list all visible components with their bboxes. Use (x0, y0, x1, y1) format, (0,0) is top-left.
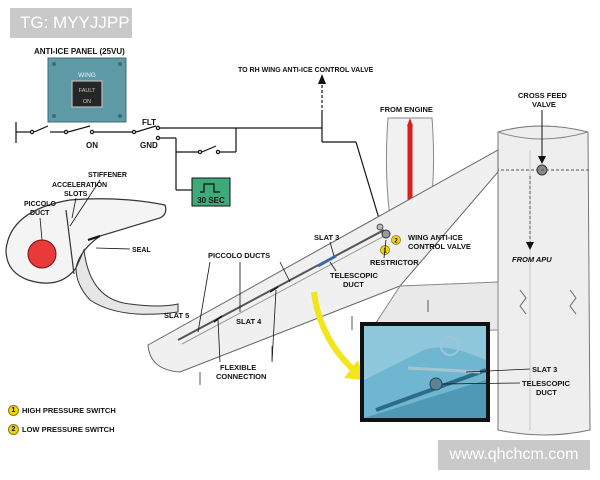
from-engine-label: FROM ENGINE (380, 105, 433, 114)
restrictor-icon (381, 229, 391, 239)
acceleration-label-1: ACCELERATION (52, 182, 107, 189)
cross-feed-label-1: CROSS FEED (518, 91, 567, 100)
piccolo-duct-icon (27, 239, 57, 269)
control-circuit (15, 110, 381, 223)
panel-button-label: WING (78, 72, 96, 79)
photo-telescopic-label-2: DUCT (536, 388, 557, 397)
panel-title: ANTI-ICE PANEL (25VU) (34, 47, 125, 56)
valve-icon (376, 223, 384, 231)
fuselage-section (497, 125, 591, 436)
timer-label: 30 SEC (197, 196, 225, 205)
telescopic-duct-label-2: DUCT (343, 280, 364, 289)
svg-text:1: 1 (383, 249, 387, 255)
slat4-label: SLAT 4 (236, 317, 262, 326)
legend-text-2: LOW PRESSURE SWITCH (22, 425, 115, 434)
cross-feed-label-2: VALVE (532, 100, 556, 109)
watermark-bottom-right: www.qhchcm.com (438, 440, 590, 470)
acceleration-label-2: SLOTS (64, 191, 88, 198)
low-pressure-switch-marker: 2 (391, 235, 401, 245)
callout-arrow (311, 291, 358, 375)
slat5-label: SLAT 5 (164, 311, 189, 320)
telescopic-duct-label-1: TELESCOPIC (330, 271, 379, 280)
to-rh-wing-label: TO RH WING ANTI-ICE CONTROL VALVE (238, 67, 374, 74)
photo-telescopic-label-1: TELESCOPIC (522, 379, 571, 388)
flexible-label-1: FLEXIBLE (220, 363, 256, 372)
photo-slat3-label: SLAT 3 (532, 365, 557, 374)
watermark-top-left: TG: MYYJJPP (10, 8, 132, 38)
gnd-label: GND (140, 141, 158, 150)
legend-marker-1: 1 (8, 405, 19, 416)
on-indicator: ON (83, 99, 91, 105)
flexible-label-2: CONNECTION (216, 372, 266, 381)
flt-label: FLT (142, 118, 156, 127)
from-apu-label: FROM APU (512, 255, 552, 264)
seal-label: SEAL (132, 247, 151, 254)
up-arrow-icon (318, 74, 326, 84)
legend-marker-2: 2 (8, 424, 19, 435)
wing-leading-edge (147, 149, 499, 385)
pulse-icon (200, 183, 220, 193)
timer-box: 30 SEC (191, 177, 231, 207)
anti-ice-panel: WING FAULT ON (47, 57, 127, 123)
stiffener-label: STIFFENER (88, 172, 127, 179)
wing-anti-ice-button[interactable]: FAULT ON (71, 80, 103, 108)
wing-valve-label-1: WING ANTI-ICE (408, 233, 463, 242)
piccolo-ducts-label: PICCOLO DUCTS (208, 251, 270, 260)
legend-low-pressure: 2 LOW PRESSURE SWITCH (8, 424, 115, 435)
legend-high-pressure: 1 HIGH PRESSURE SWITCH (8, 405, 116, 416)
slat3-label: SLAT 3 (314, 233, 339, 242)
piccolo-duct-label-1: PICCOLO (24, 201, 56, 208)
restrictor-label: RESTRICTOR (370, 258, 419, 267)
on-label: ON (86, 141, 98, 150)
svg-text:2: 2 (394, 239, 398, 245)
arrow-head-icon (344, 360, 364, 380)
legend-text-1: HIGH PRESSURE SWITCH (22, 406, 116, 415)
telescopic-duct-mark (317, 254, 337, 268)
piccolo-duct-label-2: DUCT (30, 210, 50, 217)
wing-valve-label-2: CONTROL VALVE (408, 242, 471, 251)
engine-arrow-icon (407, 118, 413, 126)
fault-indicator: FAULT (79, 88, 96, 94)
slat-cross-section (5, 198, 179, 315)
piccolo-duct-line (177, 229, 385, 341)
